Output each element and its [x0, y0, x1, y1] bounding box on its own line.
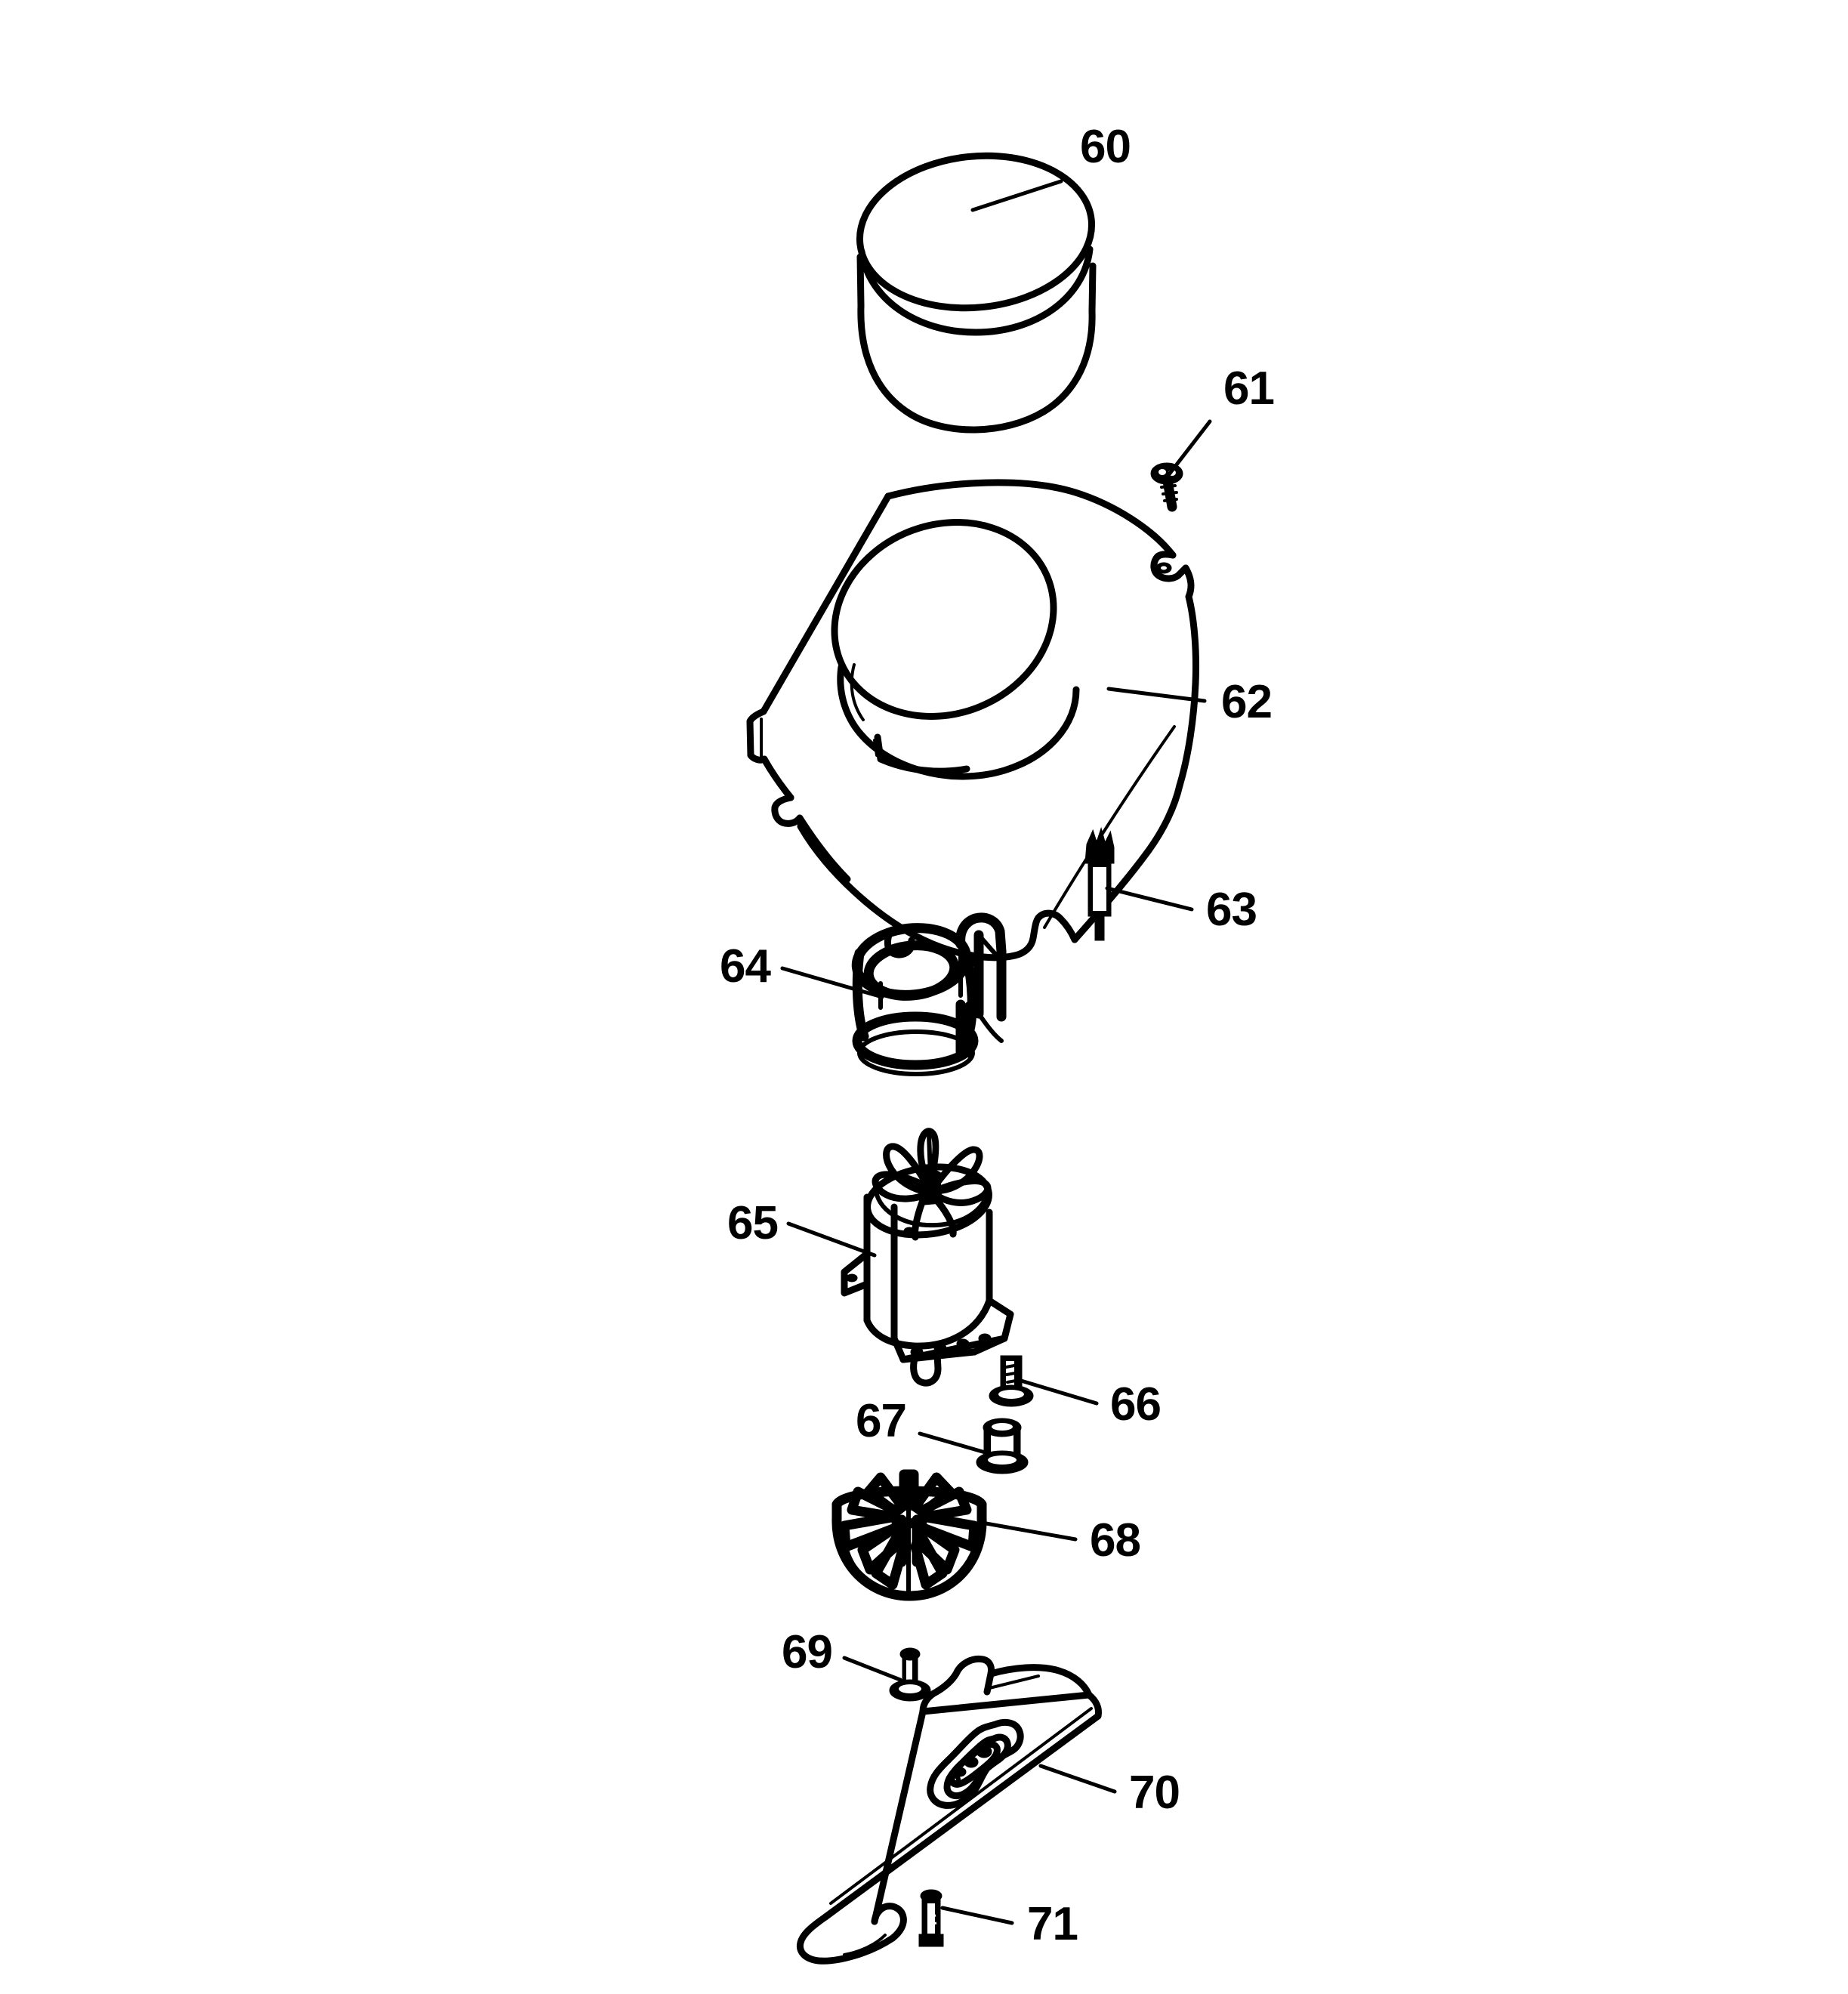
motor-top-fan	[872, 1128, 992, 1241]
callout-labels: 60 61 62 63 64 65 66 67 68 69 70 71	[720, 121, 1275, 1950]
leader-lines	[780, 179, 1212, 1925]
leader-67	[918, 1431, 990, 1455]
part-71-blade-bolt-lower[interactable]	[918, 1889, 944, 1947]
leader-62	[1106, 687, 1207, 703]
leader-65	[786, 1221, 877, 1258]
leader-71	[940, 1906, 1014, 1925]
callout-label-64[interactable]: 64	[720, 940, 772, 992]
callout-label-60[interactable]: 60	[1080, 121, 1131, 173]
part-63-shaft-key-pin[interactable]	[1084, 826, 1115, 941]
callout-label-69[interactable]: 69	[782, 1626, 833, 1678]
callout-label-67[interactable]: 67	[856, 1395, 907, 1447]
leader-66	[1019, 1378, 1099, 1406]
leader-64	[780, 966, 884, 999]
part-67-blade-adapter-nut[interactable]	[976, 1418, 1029, 1474]
leader-61	[1167, 419, 1212, 477]
part-65-electric-motor[interactable]	[841, 1128, 1014, 1387]
callout-label-70[interactable]: 70	[1129, 1767, 1180, 1819]
part-62-blower-housing-shroud[interactable]	[746, 479, 1200, 962]
part-68-cooling-fan-impeller[interactable]	[831, 1469, 987, 1601]
callout-label-61[interactable]: 61	[1223, 363, 1275, 415]
leader-68	[980, 1520, 1078, 1542]
part-60-air-filter-cartridge[interactable]	[852, 144, 1099, 434]
part-61-shroud-screw[interactable]	[1150, 462, 1183, 512]
callout-label-68[interactable]: 68	[1090, 1514, 1141, 1566]
part-69-blade-bolt-upper[interactable]	[889, 1647, 931, 1702]
part-64-adapter-collar[interactable]	[851, 912, 1007, 1076]
callout-label-63[interactable]: 63	[1206, 884, 1257, 936]
leader-70	[1038, 1764, 1117, 1794]
part-66-motor-shaft-bolt[interactable]	[989, 1355, 1034, 1407]
leader-60	[970, 179, 1063, 212]
callout-label-66[interactable]: 66	[1110, 1378, 1162, 1431]
part-70-mower-blade[interactable]	[796, 1655, 1102, 1965]
leader-69	[842, 1656, 902, 1682]
callout-label-65[interactable]: 65	[727, 1197, 779, 1249]
callout-label-71[interactable]: 71	[1027, 1898, 1078, 1950]
leader-63	[1105, 886, 1194, 912]
callout-label-62[interactable]: 62	[1221, 676, 1273, 728]
